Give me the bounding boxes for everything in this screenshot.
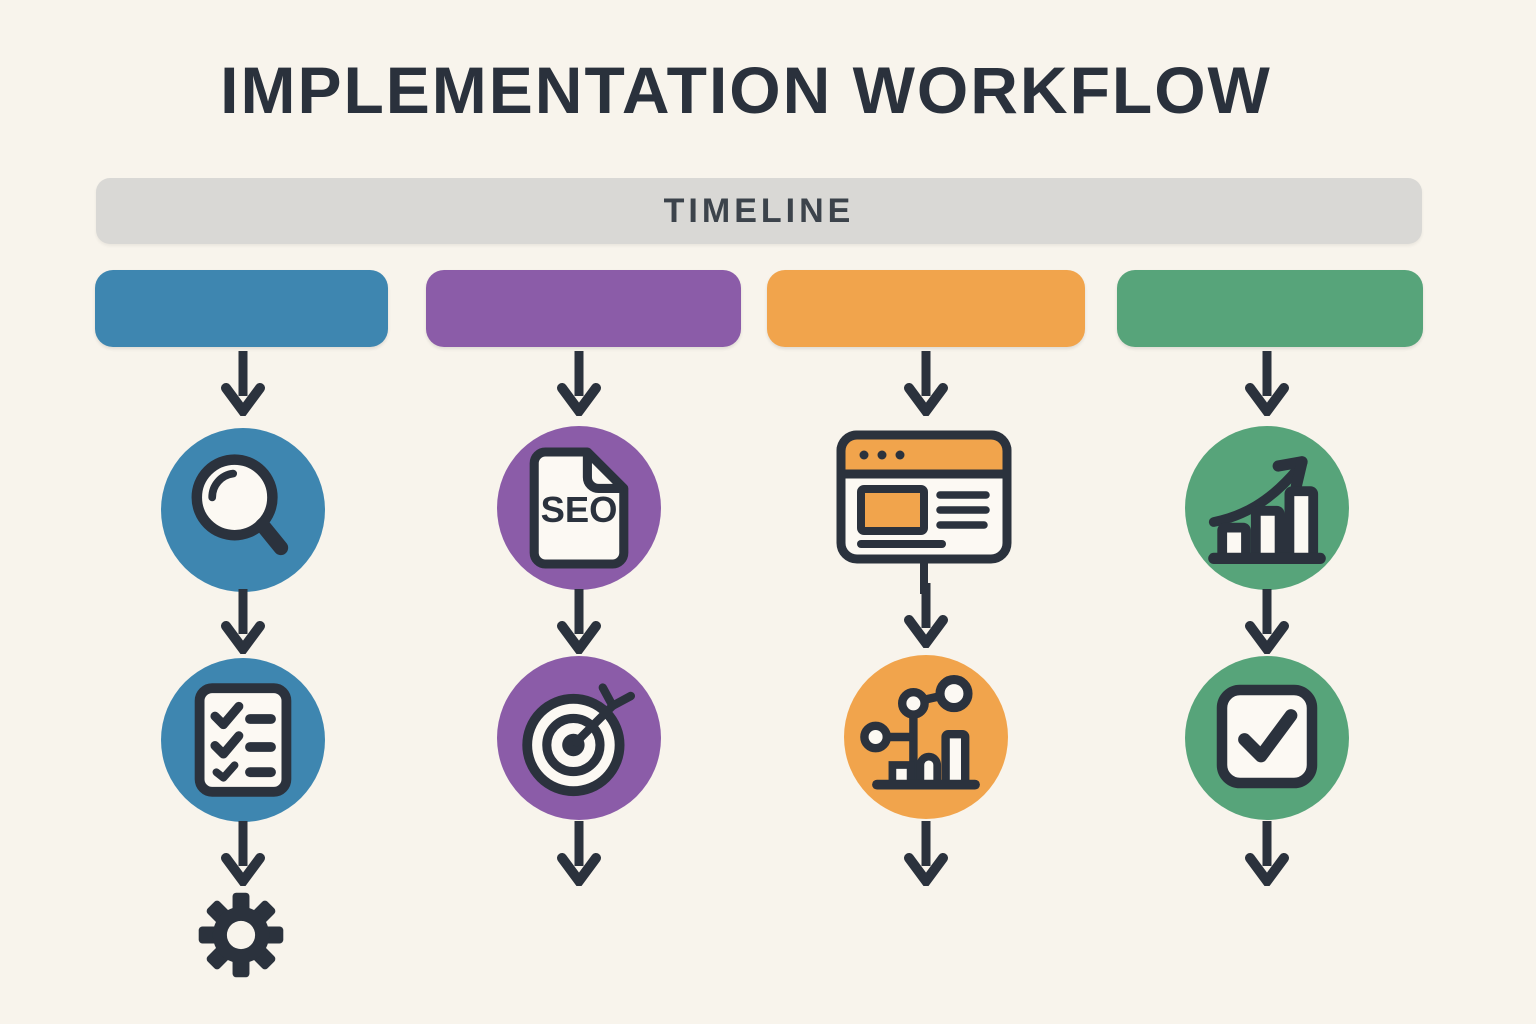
down-arrow-icon [1243,820,1291,886]
step-circle-target [497,656,661,820]
down-arrow-icon [219,820,267,886]
step-circle-growth [1185,426,1349,590]
step-circle-search [161,428,325,592]
down-arrow-icon [1243,588,1291,654]
down-arrow-icon [555,820,603,886]
checklist-icon [194,683,292,797]
page-title: IMPLEMENTATION WORKFLOW [220,53,1272,127]
phase-bar-1 [95,270,388,347]
gear-icon [198,892,284,978]
seo-document-icon: SEO [529,447,629,569]
down-arrow-icon [902,820,950,886]
step-circle-checklist [161,658,325,822]
timeline-label: TIMELINE [663,191,855,230]
down-arrow-icon [555,588,603,654]
connector-stem [920,562,928,594]
down-arrow-icon [555,350,603,416]
down-arrow-icon [219,588,267,654]
timeline-bar: TIMELINE [96,178,1422,244]
seo-text: SEO [541,489,618,530]
step-circle-seo: SEO [497,426,661,590]
step-circle-analytics [844,655,1008,819]
phase-bar-4 [1117,270,1423,347]
phase-bar-2 [426,270,741,347]
step-circle-complete [1185,656,1349,820]
magnifier-icon [191,454,289,556]
check-square-icon [1216,684,1318,789]
browser-window-icon [836,430,1012,564]
data-chart-icon [860,675,980,790]
down-arrow-icon [902,582,950,648]
down-arrow-icon [219,350,267,416]
down-arrow-icon [902,350,950,416]
phase-bar-3 [767,270,1085,347]
growth-chart-icon [1208,456,1326,564]
target-icon [522,683,635,797]
down-arrow-icon [1243,350,1291,416]
